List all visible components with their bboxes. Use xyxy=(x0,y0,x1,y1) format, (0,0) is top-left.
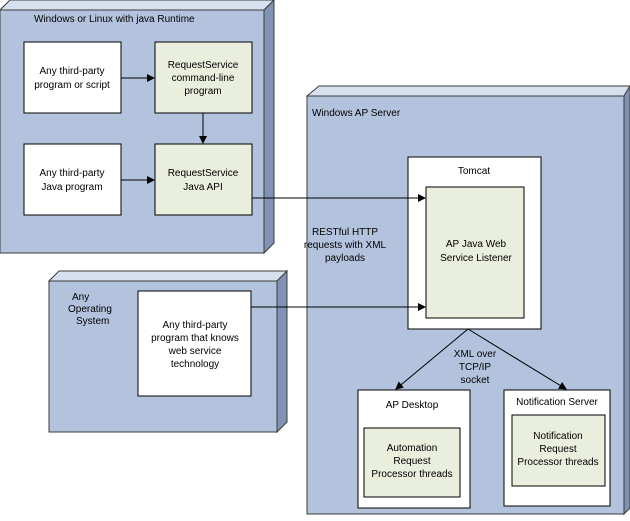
rs-cmdline-line-2: command-line xyxy=(172,73,235,84)
third-party-script-box: Any third-party program or script xyxy=(23,41,122,114)
automation-threads-line-3: Processor threads xyxy=(371,469,452,480)
rs-cmdline-box: RequestService command-line program xyxy=(154,41,253,114)
third-party-ws-box: Any third-party program that knows web s… xyxy=(137,290,252,397)
rs-cmdline-line-3: program xyxy=(184,86,221,97)
server-node-title: Windows AP Server xyxy=(312,108,401,119)
rs-java-api-box: RequestService Java API xyxy=(154,143,253,216)
ap-desktop-label: AP Desktop xyxy=(386,400,439,411)
third-party-ws-line-4: technology xyxy=(171,359,219,370)
notification-server-label: Notification Server xyxy=(516,397,598,408)
http-label-line-3: payloads xyxy=(325,253,365,264)
third-party-script-line-2: program or script xyxy=(34,80,110,91)
xml-label-line-2: TCP/IP xyxy=(459,362,492,373)
automation-threads-line-1: Automation xyxy=(387,443,438,454)
third-party-java-line-2: Java program xyxy=(41,182,102,193)
listener-line-1: AP Java Web xyxy=(446,239,507,250)
edge-tomcat-to-notification xyxy=(467,328,567,390)
tomcat-label: Tomcat xyxy=(458,166,490,177)
notification-threads-line-3: Processor threads xyxy=(517,457,598,468)
third-party-ws-line-1: Any third-party xyxy=(162,320,227,331)
third-party-java-box: Any third-party Java program xyxy=(23,143,122,216)
xml-edge-label: XML over TCP/IP socket xyxy=(454,349,497,386)
notification-threads-box: Notification Request Processor threads xyxy=(511,414,606,487)
rs-java-api-line-1: RequestService xyxy=(168,168,239,179)
http-label-line-2: requests with XML xyxy=(304,240,387,251)
automation-threads-line-2: Request xyxy=(393,456,430,467)
notification-threads-line-2: Request xyxy=(539,444,576,455)
client-node-title: Windows or Linux with java Runtime xyxy=(34,14,195,25)
notification-threads-line-1: Notification xyxy=(533,431,582,442)
automation-threads-box: Automation Request Processor threads xyxy=(363,427,461,498)
rs-cmdline-line-1: RequestService xyxy=(168,60,239,71)
third-party-java-line-1: Any third-party xyxy=(39,168,104,179)
edge-tomcat-to-desktop xyxy=(395,328,469,390)
http-label-line-1: RESTful HTTP xyxy=(312,227,378,238)
rs-java-api-line-2: Java API xyxy=(183,182,222,193)
listener-box: AP Java Web Service Listener xyxy=(425,186,525,319)
third-party-ws-line-3: web service xyxy=(168,346,222,357)
any-os-title-line-1: Any xyxy=(72,292,89,303)
third-party-script-line-1: Any third-party xyxy=(39,66,104,77)
listener-line-2: Service Listener xyxy=(440,253,512,264)
third-party-ws-line-2: program that knows xyxy=(151,333,239,344)
any-os-title-line-3: System xyxy=(76,316,109,327)
any-os-title-line-2: Operating xyxy=(68,304,112,315)
http-edge-label: RESTful HTTP requests with XML payloads xyxy=(304,227,387,264)
xml-label-line-3: socket xyxy=(461,375,490,386)
xml-label-line-1: XML over xyxy=(454,349,497,360)
